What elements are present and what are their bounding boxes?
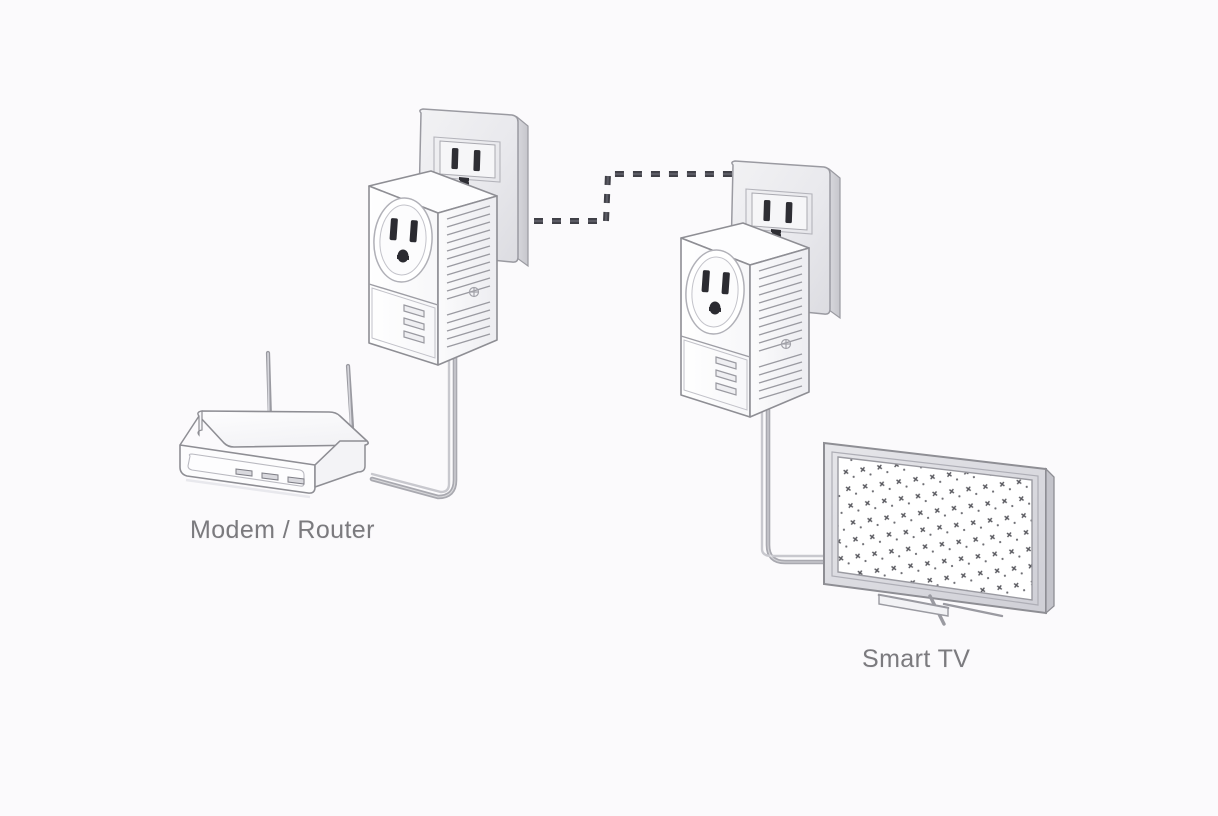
label-modem-router: Modem / Router [190, 516, 375, 544]
powerline-adapter-left [368, 170, 498, 366]
tv-stand [877, 593, 1004, 626]
led-indicators-right [715, 356, 737, 396]
router-antennas [265, 350, 355, 430]
brand-mark-left [468, 286, 480, 298]
brand-mark-right [780, 338, 792, 350]
modem-router [179, 350, 369, 499]
powerline-signal-link [516, 171, 734, 224]
smart-tv [823, 441, 1055, 626]
ventilation-slots-right [758, 257, 803, 400]
label-smart-tv: Smart TV [862, 645, 971, 673]
ventilation-slots-left [446, 205, 491, 348]
router-front-indicators [235, 468, 305, 485]
led-indicators-left [403, 304, 425, 344]
powerline-adapter-right [680, 222, 810, 418]
ethernet-cable-left [369, 355, 458, 500]
ethernet-cable-right [760, 407, 835, 565]
